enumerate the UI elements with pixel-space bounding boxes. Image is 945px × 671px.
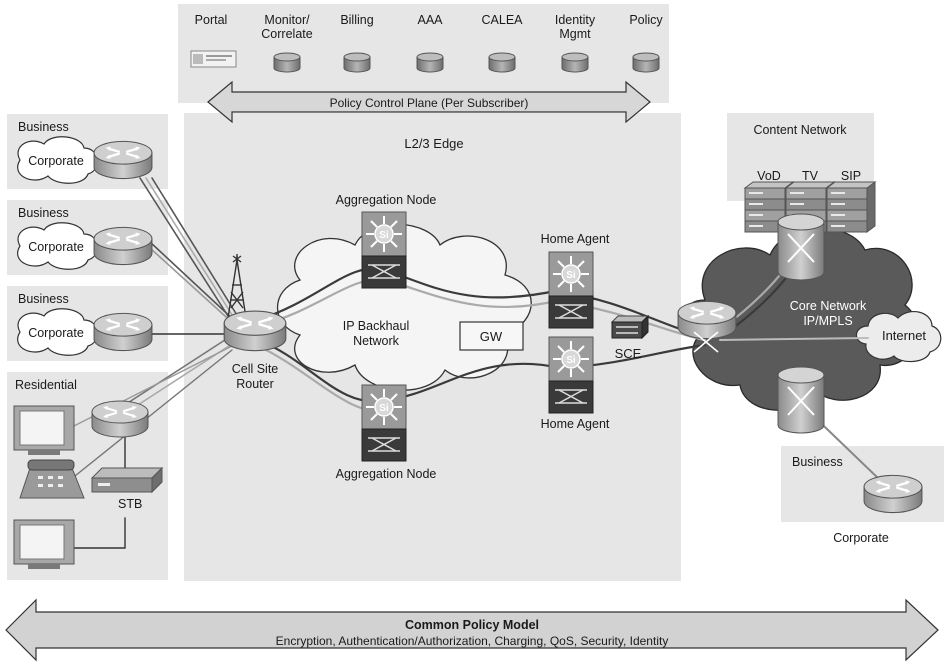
remote-business-router-icon — [862, 474, 924, 514]
business-router-icon-0 — [92, 140, 154, 180]
gw-box — [459, 321, 524, 351]
corporate-cloud-label-2: Corporate — [28, 326, 84, 340]
aggregation-node-bottom-label: Aggregation Node — [336, 467, 437, 481]
pc-monitor-icon — [13, 519, 75, 570]
tv-monitor-icon — [13, 405, 75, 456]
content-service-label-2: SIP — [841, 169, 861, 183]
set-top-box-icon — [90, 466, 164, 494]
aggregation-node-bottom-switch-icon — [361, 384, 407, 462]
policy-control-plane-label: Policy Control Plane (Per Subscriber) — [330, 96, 529, 110]
policy-control-plane-arrow — [207, 80, 651, 124]
common-policy-model-title: Common Policy Model — [405, 618, 539, 632]
content-service-label-0: VoD — [757, 169, 781, 183]
internet-label: Internet — [882, 328, 926, 343]
core-router-bottom-icon — [777, 366, 825, 434]
internet-cloud — [855, 310, 942, 363]
business-site-title-0: Business — [18, 120, 69, 134]
remote-business-title: Business — [792, 455, 843, 469]
business-site-title-1: Business — [18, 206, 69, 220]
stb-label: STB — [118, 497, 142, 511]
common-policy-model-subtitle: Encryption, Authentication/Authorization… — [276, 634, 669, 648]
aggregation-node-top-switch-icon — [361, 211, 407, 289]
database-icon-2 — [343, 52, 371, 73]
residential-router-icon — [90, 400, 150, 439]
database-icon-3 — [416, 52, 444, 73]
policy-server-label-2: Billing — [340, 13, 373, 27]
core-router-top-icon — [777, 213, 825, 281]
database-icon-1 — [273, 52, 301, 73]
business-router-icon-1 — [92, 226, 154, 266]
edge-label: L2/3 Edge — [404, 136, 463, 151]
core-edge-router-icon — [676, 300, 738, 340]
gw-label: GW — [480, 329, 503, 344]
aggregation-node-top-label: Aggregation Node — [336, 193, 437, 207]
content-service-label-1: TV — [802, 169, 819, 183]
home-agent-bottom-label: Home Agent — [541, 417, 610, 431]
corporate-cloud-label-0: Corporate — [28, 154, 84, 168]
telephone-icon — [19, 459, 85, 499]
cell-site-router-icon — [222, 310, 288, 352]
cell-tower-icon — [227, 254, 247, 319]
sce-label: SCE — [615, 346, 642, 361]
corporate-cloud-label-1: Corporate — [28, 240, 84, 254]
database-icon-6 — [632, 52, 660, 73]
home-agent-top-label: Home Agent — [541, 232, 610, 246]
sce-appliance-icon — [610, 314, 650, 340]
business-router-icon-2 — [92, 312, 154, 352]
database-icon-4 — [488, 52, 516, 73]
residential-title: Residential — [15, 378, 77, 392]
common-policy-model-arrow — [5, 598, 939, 662]
policy-server-label-3: AAA — [417, 13, 443, 27]
business-site-title-2: Business — [18, 292, 69, 306]
policy-server-label-6: Policy — [629, 13, 663, 27]
policy-server-label-1: Monitor/Correlate — [261, 13, 312, 41]
policy-server-label-4: CALEA — [482, 13, 524, 27]
remote-business-label: Corporate — [833, 531, 889, 545]
content-network-title: Content Network — [753, 123, 847, 137]
server-rack-icon-2 — [825, 181, 877, 233]
home-agent-top-switch-icon — [547, 250, 595, 330]
portal-screen-icon — [190, 50, 237, 68]
home-agent-bottom-switch-icon — [547, 335, 595, 415]
policy-server-label-0: Portal — [195, 13, 228, 27]
database-icon-5 — [561, 52, 589, 73]
